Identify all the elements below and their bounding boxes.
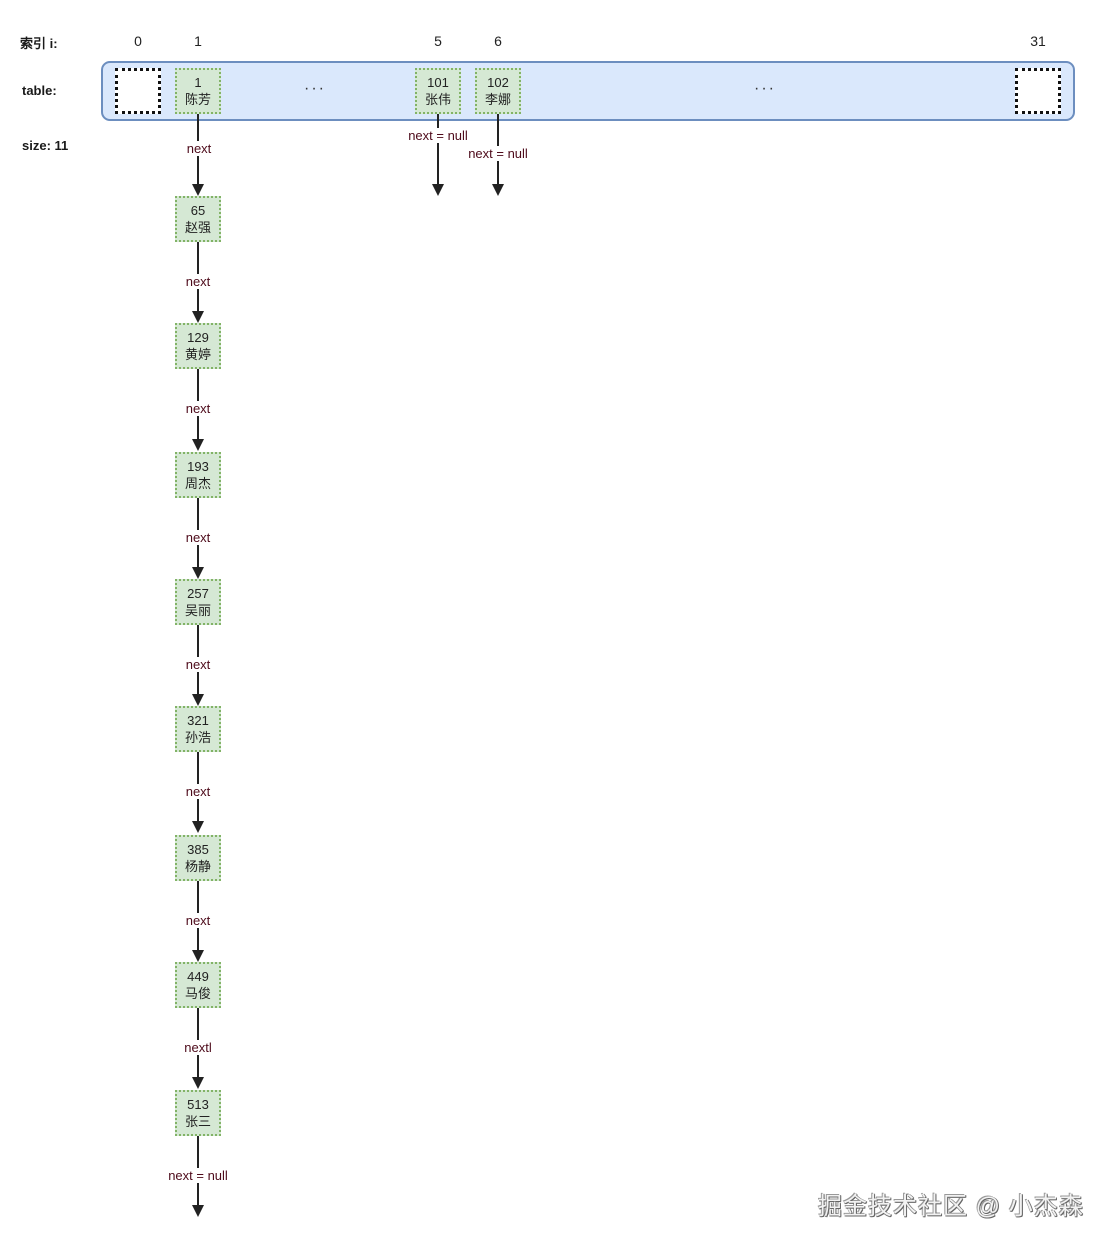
chain-next-label: next xyxy=(184,401,212,416)
node-key: 385 xyxy=(187,842,209,857)
chain-node-3: 193 周杰 xyxy=(175,452,221,498)
node-name: 张伟 xyxy=(424,92,451,107)
node-name: 吴丽 xyxy=(184,603,211,618)
chain-next-label: next xyxy=(184,913,212,928)
node-name: 黄婷 xyxy=(184,347,211,362)
chain-node-2: 129 黄婷 xyxy=(175,323,221,369)
node-name: 陈芳 xyxy=(184,92,211,107)
slot5-next-label: next = null xyxy=(407,128,469,143)
node-key: 65 xyxy=(190,203,206,218)
node-key: 1 xyxy=(194,75,202,90)
node-key: 102 xyxy=(487,75,509,90)
index-0: 0 xyxy=(134,33,142,49)
index-31: 31 xyxy=(1030,33,1046,49)
chain-next-label: next xyxy=(184,784,212,799)
arrow-down-icon xyxy=(192,439,204,451)
ellipsis-right: ··· xyxy=(754,80,776,97)
slot5-next-line xyxy=(437,114,439,184)
arrow-down-icon xyxy=(192,184,204,196)
node-name: 杨静 xyxy=(184,859,211,874)
arrow-down-icon xyxy=(192,1205,204,1217)
node-name: 马俊 xyxy=(184,986,211,1001)
node-key: 257 xyxy=(187,586,209,601)
node-key: 449 xyxy=(187,969,209,984)
node-key: 193 xyxy=(187,459,209,474)
node-name: 周杰 xyxy=(184,476,211,491)
chain-node-7: 449 马俊 xyxy=(175,962,221,1008)
node-name: 赵强 xyxy=(184,220,211,235)
node-key: 101 xyxy=(427,75,449,90)
chain-node-4: 257 吴丽 xyxy=(175,579,221,625)
arrow-down-icon xyxy=(192,567,204,579)
chain-next-label: next xyxy=(184,530,212,545)
arrow-down-icon xyxy=(432,184,444,196)
arrow-down-icon xyxy=(192,1077,204,1089)
node-name: 李娜 xyxy=(484,92,511,107)
table-slot-6-node: 102 李娜 xyxy=(475,68,521,114)
arrow-down-icon xyxy=(192,311,204,323)
index-1: 1 xyxy=(194,33,202,49)
node-key: 129 xyxy=(187,330,209,345)
arrow-down-icon xyxy=(192,694,204,706)
chain-node-1: 65 赵强 xyxy=(175,196,221,242)
table-slot-0-empty xyxy=(115,68,161,114)
chain-next-label: next xyxy=(184,657,212,672)
chain-node-6: 385 杨静 xyxy=(175,835,221,881)
chain-node-8: 513 张三 xyxy=(175,1090,221,1136)
node-name: 孙浩 xyxy=(184,730,211,745)
arrow-down-icon xyxy=(492,184,504,196)
size-label: size: 11 xyxy=(22,138,69,153)
table-slot-1-node: 1 陈芳 xyxy=(175,68,221,114)
chain-node-5: 321 孙浩 xyxy=(175,706,221,752)
arrow-down-icon xyxy=(192,821,204,833)
index-6: 6 xyxy=(494,33,502,49)
node-key: 321 xyxy=(187,713,209,728)
chain-next-label: nextl xyxy=(183,1040,213,1055)
node-name: 张三 xyxy=(184,1114,211,1129)
slot1-next-label: next xyxy=(185,141,213,156)
ellipsis-left: ··· xyxy=(304,80,326,97)
chain-next-label: next xyxy=(184,274,212,289)
node-key: 513 xyxy=(187,1097,209,1112)
hash-table-array xyxy=(101,61,1075,121)
chain-end-label: next = null xyxy=(167,1168,229,1183)
table-label: table: xyxy=(22,83,57,98)
table-slot-31-empty xyxy=(1015,68,1061,114)
slot6-next-label: next = null xyxy=(467,146,529,161)
table-slot-5-node: 101 张伟 xyxy=(415,68,461,114)
index-label: 索引 i: xyxy=(20,36,58,51)
index-5: 5 xyxy=(434,33,442,49)
arrow-down-icon xyxy=(192,950,204,962)
watermark: 掘金技术社区 @ 小杰森 xyxy=(818,1193,1084,1220)
